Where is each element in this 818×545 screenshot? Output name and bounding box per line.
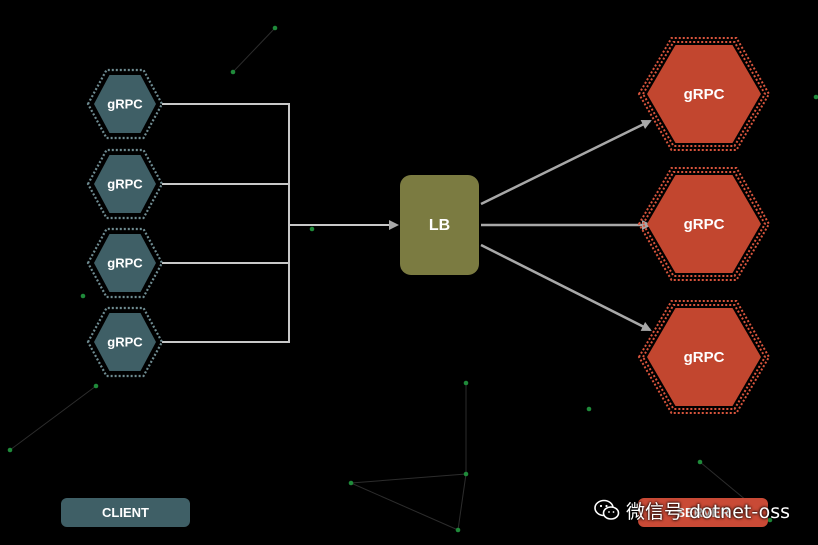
- lb-label: LB: [429, 217, 450, 234]
- server-legend-badge: SERVER: [638, 498, 768, 527]
- background-particles: [7, 25, 818, 533]
- client-legend-label: CLIENT: [102, 505, 149, 520]
- particle-dot: [455, 527, 461, 533]
- particle-dot: [767, 517, 773, 523]
- server-legend-label: SERVER: [676, 505, 730, 520]
- server-hex: [647, 308, 761, 406]
- server-grpc-node: gRPC: [637, 300, 771, 414]
- server-hex-outline-inner: [641, 41, 767, 147]
- lb-box: [400, 175, 479, 275]
- client-legend-badge: CLIENT: [61, 498, 190, 527]
- particle-dot: [697, 459, 703, 465]
- server-grpc-node: gRPC: [637, 37, 771, 151]
- watermark-text: 微信号 dotnet-oss: [626, 500, 790, 523]
- particle-dot: [463, 471, 469, 477]
- client-label: gRPC: [107, 334, 143, 349]
- client-grpc-node: gRPC: [86, 68, 164, 140]
- particle-link: [350, 473, 467, 484]
- server-hex-outline-inner: [641, 304, 767, 410]
- server-hex: [647, 45, 761, 143]
- client-label: gRPC: [107, 96, 143, 111]
- client-label: gRPC: [107, 255, 143, 270]
- client-hex: [94, 234, 156, 292]
- particle-dot: [309, 226, 315, 232]
- server-label: gRPC: [684, 86, 725, 103]
- client-nodes: gRPC gRPC gRPC gRPC: [86, 68, 164, 378]
- client-hex: [94, 155, 156, 213]
- server-hex: [647, 175, 761, 273]
- client-connectors: [162, 103, 290, 343]
- client-grpc-node: gRPC: [86, 227, 164, 299]
- particle-dot: [7, 447, 13, 453]
- client-label: gRPC: [107, 176, 143, 191]
- particle-dot: [272, 25, 278, 31]
- server-grpc-node: gRPC: [637, 167, 771, 281]
- lb-to-server-arrow: [480, 243, 652, 332]
- server-nodes: gRPC gRPC gRPC: [637, 37, 771, 414]
- particle-dot: [463, 380, 469, 386]
- server-label: gRPC: [684, 216, 725, 233]
- server-hex-outline-outer: [637, 167, 771, 281]
- client-hex: [94, 313, 156, 371]
- particle-dot: [348, 480, 354, 486]
- server-hex-outline-inner: [641, 171, 767, 277]
- lb-to-server-arrow: [480, 119, 652, 206]
- particle-dot: [813, 94, 818, 100]
- particle-link: [232, 27, 276, 73]
- particle-link: [350, 482, 459, 531]
- particle-link: [457, 473, 467, 531]
- load-balancer: LB: [400, 175, 479, 275]
- server-label: gRPC: [684, 349, 725, 366]
- server-hex-outline-outer: [637, 37, 771, 151]
- particle-link: [9, 385, 97, 451]
- particle-dot: [93, 383, 99, 389]
- arrows: [289, 119, 652, 332]
- particle-dot: [80, 293, 86, 299]
- client-grpc-node: gRPC: [86, 148, 164, 220]
- particle-dot: [230, 69, 236, 75]
- client-grpc-node: gRPC: [86, 306, 164, 378]
- watermark: 微信号 dotnet-oss: [594, 496, 790, 524]
- particle-dot: [586, 406, 592, 412]
- client-hex: [94, 75, 156, 133]
- wechat-icon: [594, 499, 620, 520]
- server-hex-outline-outer: [637, 300, 771, 414]
